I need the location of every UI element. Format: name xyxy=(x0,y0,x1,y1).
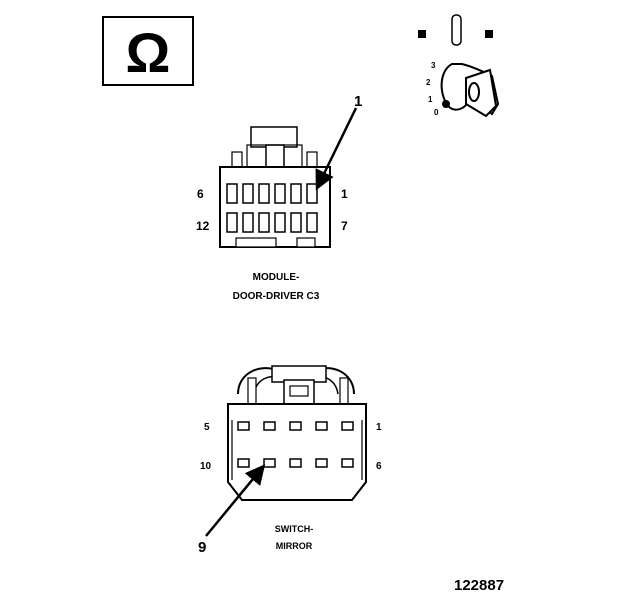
key-position-0: 0 xyxy=(434,108,439,117)
mirror-cavity xyxy=(237,458,250,468)
c3-cavity xyxy=(242,183,254,204)
mirror-pin-label-top-right: 1 xyxy=(376,422,382,433)
mirror-cavity xyxy=(315,458,328,468)
c3-cavity xyxy=(226,183,238,204)
connector-c3: 1 6 1 12 7 MODULE- DOOR-DRIVER C3 xyxy=(196,93,362,302)
key-position-3: 3 xyxy=(431,61,436,70)
mirror-cavity xyxy=(289,421,302,431)
mirror-label-line1: SWITCH- xyxy=(275,524,314,534)
mirror-pin-label-bottom-right: 6 xyxy=(376,461,382,472)
c3-cavity xyxy=(258,183,270,204)
c3-cavity xyxy=(274,212,286,233)
c3-cavity xyxy=(274,183,286,204)
key-position-2: 2 xyxy=(426,78,431,87)
c3-cavity xyxy=(226,212,238,233)
mirror-cavity xyxy=(237,421,250,431)
c3-label-line1: MODULE- xyxy=(253,272,300,283)
c3-cavity xyxy=(258,212,270,233)
c3-cavity xyxy=(290,212,302,233)
c3-label-line2: DOOR-DRIVER C3 xyxy=(233,291,320,302)
c3-callout-number: 1 xyxy=(354,93,362,110)
connector-mirror: 9 5 1 10 6 SWITCH- MIRROR xyxy=(198,365,382,556)
c3-pin-label-bottom-left: 12 xyxy=(196,219,210,233)
c3-cavity xyxy=(242,212,254,233)
c3-cavity xyxy=(306,183,318,204)
mirror-pin-label-bottom-left: 10 xyxy=(200,461,212,472)
c3-pin-label-top-right: 1 xyxy=(341,187,348,201)
mirror-cavity xyxy=(263,421,276,431)
mirror-cavity xyxy=(315,421,328,431)
mirror-cavity xyxy=(341,421,354,431)
c3-pin-label-top-left: 6 xyxy=(197,187,204,201)
ignition-key-icon: 3 2 1 0 xyxy=(418,14,500,118)
mirror-callout-number: 9 xyxy=(198,539,206,556)
ohmmeter-icon: Ω xyxy=(102,16,194,86)
key-position-1: 1 xyxy=(428,95,433,104)
ohm-symbol: Ω xyxy=(126,21,171,84)
figure-number: 122887 xyxy=(454,577,504,594)
mirror-cavities xyxy=(237,421,354,468)
c3-cavities xyxy=(226,183,318,233)
mirror-cavity xyxy=(263,458,276,468)
c3-pin-label-bottom-right: 7 xyxy=(341,219,348,233)
mirror-cavity xyxy=(341,458,354,468)
c3-cavity xyxy=(290,183,302,204)
c3-cavity xyxy=(306,212,318,233)
mirror-label-line2: MIRROR xyxy=(276,541,313,551)
mirror-pin-label-top-left: 5 xyxy=(204,422,210,433)
mirror-cavity xyxy=(289,458,302,468)
